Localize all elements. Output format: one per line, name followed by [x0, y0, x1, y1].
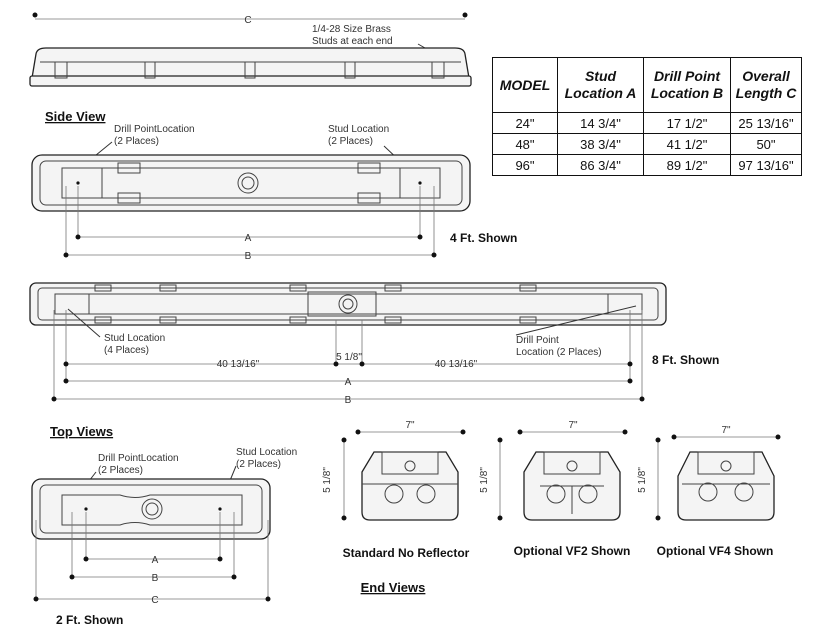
table-row: 24" 14 3/4" 17 1/2" 25 13/16"	[492, 112, 802, 134]
table-row: 96" 86 3/4" 89 1/2" 97 13/16"	[492, 154, 802, 176]
side-view: C 1/4-28 Size Brass Studs at each end Si…	[29, 12, 472, 124]
end-width-1: 7"	[405, 420, 415, 431]
cell-model: 24"	[492, 112, 558, 134]
end-views-title: End Views	[361, 580, 426, 595]
stud-location-8ft-label: Stud Location	[104, 333, 165, 344]
header-model: MODEL	[492, 57, 558, 113]
top-view-4ft: Drill PointLocation (2 Places) Stud Loca…	[31, 124, 517, 262]
dim-b-8ft-label: B	[345, 395, 352, 406]
drill-point-places: (2 Places)	[114, 136, 159, 147]
cell-stud: 14 3/4"	[557, 112, 644, 134]
side-fixture-body	[31, 47, 470, 79]
drill-point-8ft-label: Drill Point	[516, 335, 559, 346]
dim-a-2ft-label: A	[152, 555, 159, 566]
end-caption-3: Optional VF4 Shown	[657, 544, 774, 558]
stud-location-label: Stud Location	[328, 124, 389, 135]
drill-point-2ft-label: Drill PointLocation	[98, 453, 179, 464]
side-fixture-base	[29, 75, 472, 87]
side-view-title: Side View	[45, 109, 106, 124]
cell-drill: 17 1/2"	[643, 112, 731, 134]
side-clamps	[54, 61, 445, 79]
fixture-4ft-outline	[31, 154, 471, 212]
cell-length: 50"	[730, 133, 802, 155]
dim-c-label: C	[244, 15, 251, 26]
caption-8ft: 8 Ft. Shown	[652, 353, 719, 367]
stud-location-places: (2 Places)	[328, 136, 373, 147]
end-width-3: 7"	[721, 425, 731, 436]
end-width-2: 7"	[568, 420, 578, 431]
dim-b-label: B	[245, 251, 252, 262]
cell-stud: 38 3/4"	[557, 133, 644, 155]
dim-a-8ft-label: A	[345, 377, 352, 388]
cell-drill: 89 1/2"	[643, 154, 731, 176]
caption-4ft: 4 Ft. Shown	[450, 231, 517, 245]
end-view-vf2: 7" 5 1/8" Optional VF2 Shown	[479, 420, 630, 558]
end-height-1: 5 1/8"	[322, 467, 333, 493]
drill-point-2ft-places: (2 Places)	[98, 465, 143, 476]
dim-c-2ft-label: C	[151, 595, 158, 606]
clip-marks-8ft	[94, 284, 537, 324]
dim-mid-label: 5 1/8"	[336, 352, 362, 363]
fixture-2ft-outline	[31, 478, 271, 540]
dim-right-label: 40 13/16"	[435, 359, 478, 370]
cell-model: 48"	[492, 133, 558, 155]
cell-stud: 86 3/4"	[557, 154, 644, 176]
cell-length: 25 13/16"	[730, 112, 802, 134]
dim-b-2ft-label: B	[152, 573, 159, 584]
fixture-8ft-outline	[29, 282, 667, 326]
dim-left-label: 40 13/16"	[217, 359, 260, 370]
end-view-vf4: 7" 5 1/8" Optional VF4 Shown	[637, 425, 781, 558]
cell-length: 97 13/16"	[730, 154, 802, 176]
stud-location-2ft-places: (2 Places)	[236, 459, 281, 470]
end-height-3: 5 1/8"	[637, 467, 648, 493]
caption-2ft: 2 Ft. Shown	[56, 613, 123, 627]
end-caption-1: Standard No Reflector	[343, 546, 470, 560]
end-view-standard: 7" 5 1/8" Standard No Reflector	[322, 420, 470, 560]
top-view-8ft: Stud Location (4 Places) Drill Point Loc…	[29, 282, 719, 406]
drill-point-label: Drill PointLocation	[114, 124, 195, 135]
stud-note-line1: 1/4-28 Size Brass	[312, 24, 391, 35]
stud-location-8ft-places: (4 Places)	[104, 345, 149, 356]
stud-location-2ft-label: Stud Location	[236, 447, 297, 458]
end-height-2: 5 1/8"	[479, 467, 490, 493]
cell-drill: 41 1/2"	[643, 133, 731, 155]
top-view-2ft: Drill PointLocation (2 Places) Stud Loca…	[31, 447, 297, 627]
drill-point-8ft-places: Location (2 Places)	[516, 347, 602, 358]
cell-model: 96"	[492, 154, 558, 176]
table-row: 48" 38 3/4" 41 1/2" 50"	[492, 133, 802, 155]
dim-a-label: A	[245, 233, 252, 244]
end-caption-2: Optional VF2 Shown	[514, 544, 631, 558]
stud-note-line2: Studs at each end	[312, 36, 393, 47]
top-views-title: Top Views	[50, 424, 113, 439]
